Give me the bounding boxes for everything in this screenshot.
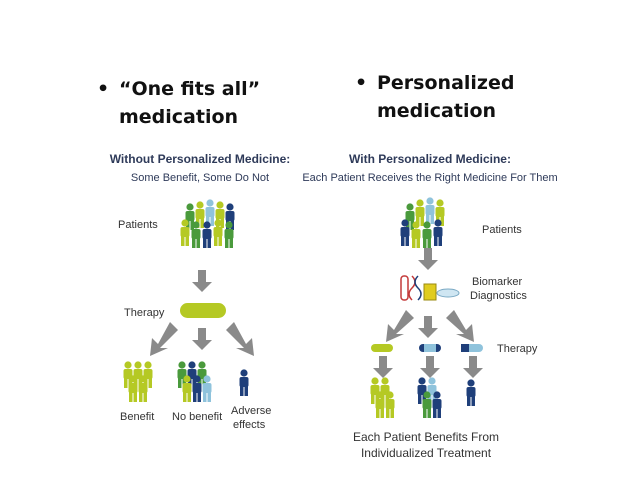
left-branch-arrows-icon: [150, 322, 254, 356]
left-therapy-pill: [180, 303, 226, 318]
left-therapy-label: Therapy: [124, 307, 165, 319]
biomarker-label-line-2: Diagnostics: [470, 290, 527, 302]
right-patients-label: Patients: [482, 224, 522, 236]
adverse-group-icon: [239, 369, 249, 396]
right-arrow-down-icon: [418, 248, 438, 270]
biomarker-label-line-1: Biomarker: [472, 276, 522, 288]
test-tube-icon: [400, 275, 409, 301]
left-patients-label: Patients: [118, 219, 158, 231]
bullet-line-1: “One fits all”: [119, 78, 261, 100]
benefit-label: Benefit: [120, 411, 154, 423]
left-subtitle: Some Benefit, Some Do Not: [131, 172, 269, 184]
adverse-label-line-1: Adverse: [231, 405, 271, 417]
bullet-line-1: Personalized: [377, 72, 515, 94]
right-footer-line-1: Each Patient Benefits From: [353, 430, 499, 444]
right-outcome-group-3-icon: [466, 379, 476, 406]
right-patient-group-icon: [400, 197, 445, 248]
therapy-pill-1: [371, 344, 393, 352]
bullet-one-fits-all: • “One fits all” medication: [97, 76, 317, 136]
bullet-line-2: medication: [119, 106, 239, 128]
right-outcome-group-2-icon: [417, 377, 442, 418]
right-panel: With Personalized Medicine: Each Patient…: [302, 152, 557, 460]
left-patient-group-icon: [180, 199, 235, 248]
no-benefit-group-icon: [177, 361, 212, 402]
benefit-group-icon: [123, 361, 153, 402]
right-footer-line-2: Individualized Treatment: [361, 446, 492, 460]
right-subtitle: Each Patient Receives the Right Medicine…: [302, 172, 557, 184]
left-panel: Without Personalized Medicine: Some Bene…: [110, 152, 291, 431]
bullet-personalized: • Personalized medication: [355, 70, 575, 130]
sample-cup-icon: [423, 283, 437, 301]
left-title: Without Personalized Medicine:: [110, 152, 291, 166]
no-benefit-label: No benefit: [172, 411, 222, 423]
dna-icon: [408, 275, 416, 301]
biomarker-icons: [400, 275, 460, 301]
right-outcome-group-1-icon: [370, 377, 395, 418]
adverse-label-line-2: effects: [233, 419, 266, 431]
bullet-dot: •: [355, 72, 368, 94]
petri-dish-icon: [436, 288, 460, 298]
left-arrow-down-icon: [192, 270, 212, 292]
bullet-dot: •: [97, 78, 110, 100]
right-therapy-label: Therapy: [497, 343, 538, 355]
bullet-line-2: medication: [377, 100, 497, 122]
right-title: With Personalized Medicine:: [349, 152, 511, 166]
right-branch-arrows-icon: [386, 310, 474, 342]
right-result-arrows-icon: [373, 356, 483, 378]
